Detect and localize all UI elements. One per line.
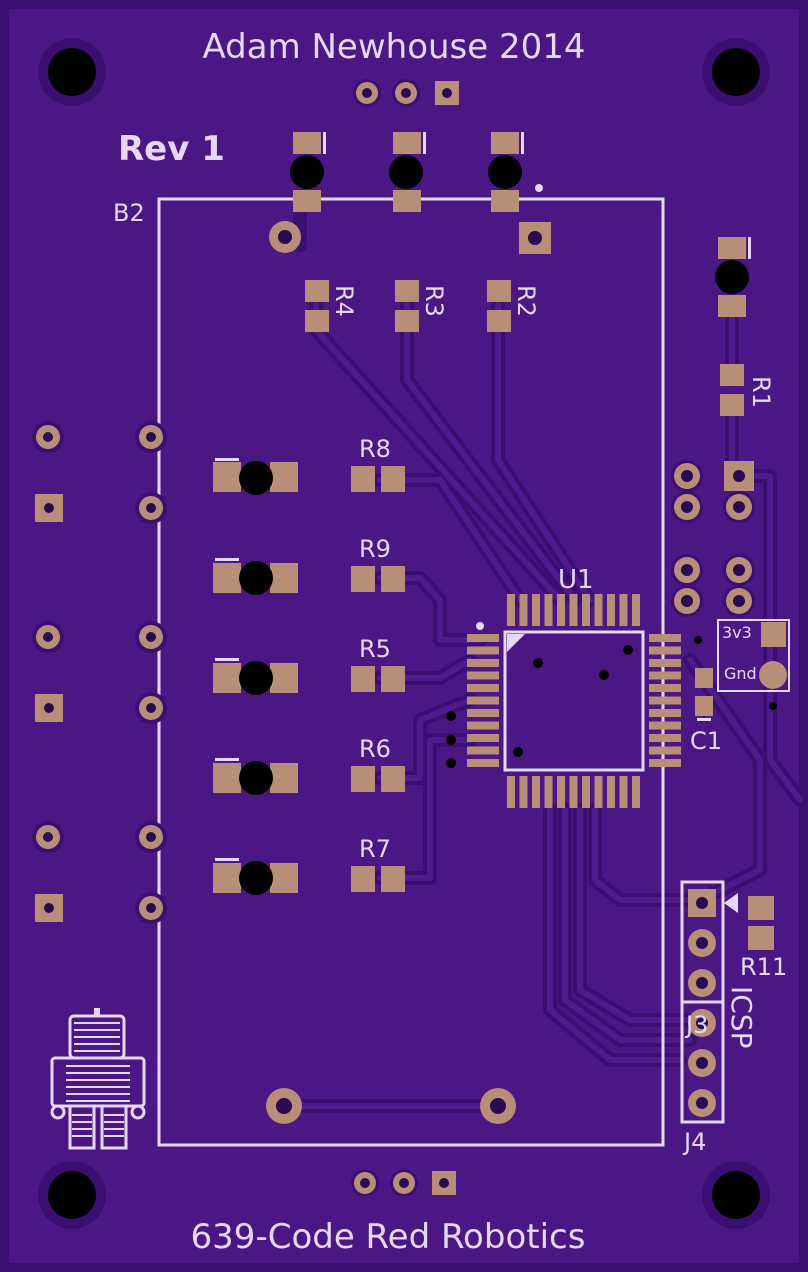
top-leds — [290, 132, 543, 212]
u1-pin — [467, 684, 499, 692]
u1-pin — [467, 659, 499, 667]
via — [694, 636, 702, 644]
3v3-pad — [761, 622, 786, 647]
u1-pin — [532, 594, 540, 626]
left-resistors — [351, 466, 405, 892]
icsp-label: ICSP — [725, 986, 758, 1048]
via — [769, 702, 777, 710]
u1-pin — [594, 776, 603, 808]
power-box — [717, 619, 790, 692]
r8-label: R8 — [359, 435, 391, 463]
u1-pin — [619, 776, 628, 808]
gnd-label: Gnd — [724, 664, 757, 683]
u1-pin — [569, 594, 578, 626]
robot-logo — [50, 1008, 146, 1150]
u1-pin — [467, 634, 499, 642]
u1-pin — [582, 594, 590, 626]
u1-pin — [507, 594, 515, 626]
u1-pin — [467, 696, 499, 705]
gnd-pad — [759, 661, 787, 689]
u1-pin — [649, 696, 681, 705]
j4-pin1-arrow — [724, 893, 738, 913]
u1-pin — [607, 776, 615, 808]
b2-pads — [266, 221, 551, 1124]
u1-pin — [649, 634, 681, 642]
r3-label: R3 — [420, 285, 448, 317]
u1-pin — [557, 594, 565, 626]
j4-label: J4 — [682, 1128, 706, 1156]
bottom-header — [351, 1169, 456, 1197]
u1-pin — [632, 776, 640, 808]
u1-pin — [632, 594, 640, 626]
mounting-holes — [38, 38, 770, 1229]
u1-pin — [544, 776, 553, 808]
u1-pin — [467, 671, 499, 680]
u1-pin — [532, 776, 540, 808]
3v3-label: 3v3 — [722, 623, 752, 642]
u1-pin — [582, 776, 590, 808]
u1-dot — [476, 622, 484, 630]
r4-label: R4 — [330, 285, 358, 317]
u1-pin — [519, 776, 528, 808]
u1-pin — [467, 734, 499, 742]
j4-pins — [688, 889, 716, 1117]
r5-label: R5 — [359, 635, 391, 663]
r11-pad — [748, 896, 774, 920]
r6-label: R6 — [359, 735, 391, 763]
board-title: Adam Newhouse 2014 — [202, 27, 585, 67]
u1-pin — [649, 709, 681, 717]
u1-pin — [519, 594, 528, 626]
u1-pin — [649, 759, 681, 767]
r1-label: R1 — [747, 376, 775, 408]
u1-pin — [569, 776, 578, 808]
r11-label: R11 — [740, 953, 787, 981]
u1-label: U1 — [558, 565, 594, 595]
u1-pin — [649, 671, 681, 680]
u1-pin — [557, 776, 565, 808]
led-r1 — [715, 237, 751, 416]
u1-pin — [467, 709, 499, 717]
u1-pin — [467, 746, 499, 755]
u1-pin — [467, 759, 499, 767]
u1-pin — [649, 721, 681, 730]
right-headers — [671, 460, 755, 617]
c1-pad — [695, 668, 713, 688]
u1-pin — [467, 721, 499, 730]
u1-pin — [649, 684, 681, 692]
r9-label: R9 — [359, 535, 391, 563]
u1-pin — [619, 594, 628, 626]
u1-pin1-mark — [507, 634, 525, 652]
top-header — [353, 79, 459, 107]
b2-label: B2 — [113, 199, 145, 227]
left-connectors — [32, 421, 167, 924]
left-leds — [213, 458, 298, 895]
r11-pad — [748, 926, 774, 950]
u1-pin — [649, 659, 681, 667]
board-footer: 639-Code Red Robotics — [191, 1217, 586, 1257]
u1-chip — [467, 594, 681, 808]
u1-pin — [507, 776, 515, 808]
j3-label: J3 — [684, 1011, 708, 1039]
resistors-top — [305, 280, 511, 332]
u1-pin — [649, 646, 681, 655]
u1-pin — [607, 594, 615, 626]
c1-mark — [697, 718, 711, 721]
c1-label: C1 — [690, 727, 722, 755]
u1-pin — [594, 594, 603, 626]
u1-pin — [544, 594, 553, 626]
u1-pin — [649, 746, 681, 755]
c1-pad — [695, 696, 713, 716]
u1-pin — [467, 646, 499, 655]
r7-label: R7 — [359, 835, 391, 863]
u1-outline — [503, 630, 645, 772]
u1-pin — [649, 734, 681, 742]
u1-vias — [446, 645, 633, 768]
r2-label: R2 — [512, 285, 540, 317]
revision-label: Rev 1 — [118, 129, 225, 169]
